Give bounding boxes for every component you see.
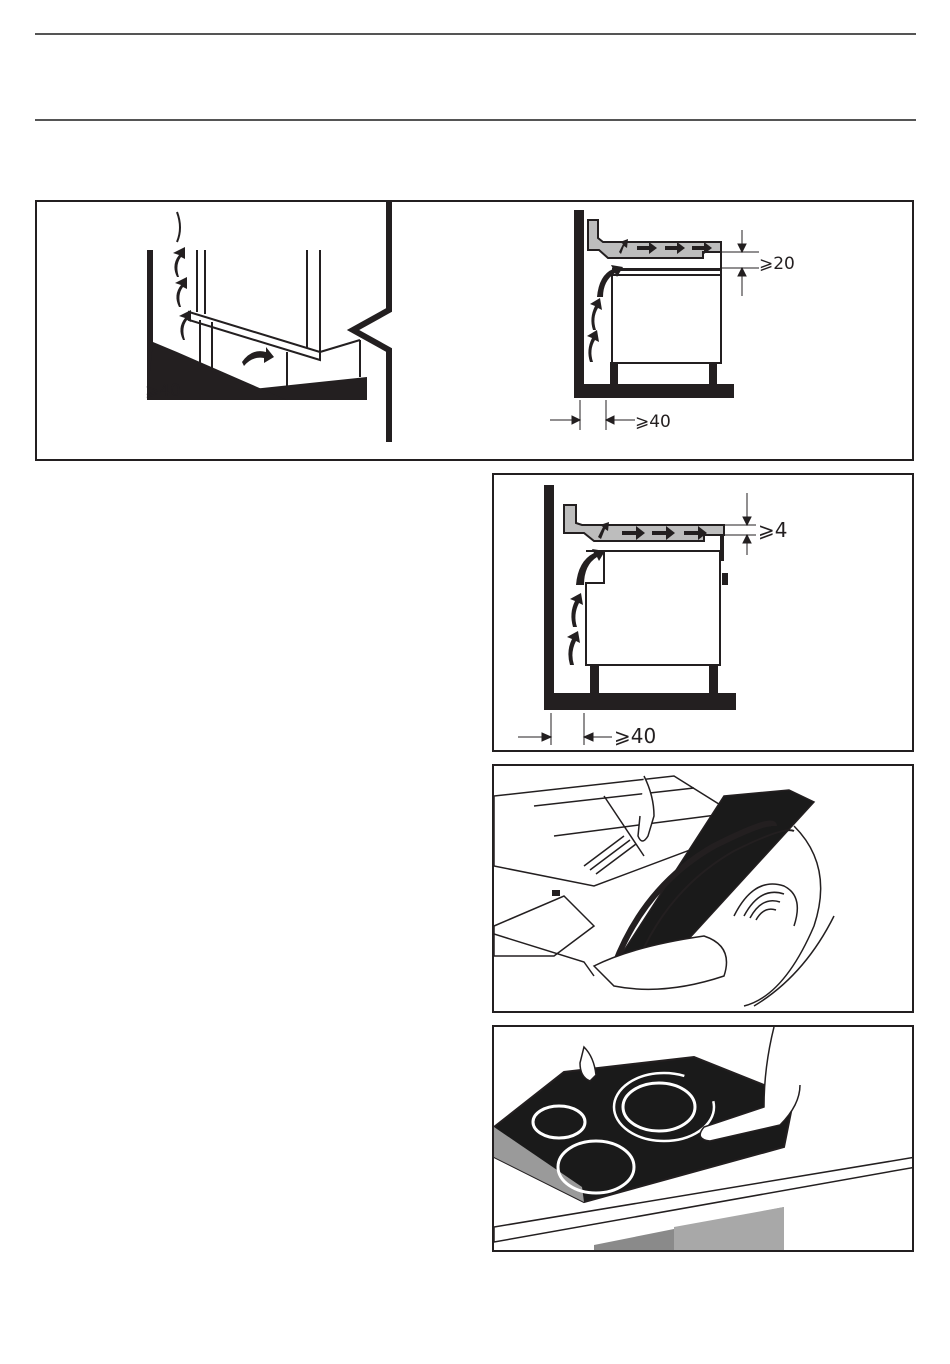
side-gap-label: ⩾40 bbox=[614, 724, 656, 748]
section-panel: ⩾4 ⩾40 bbox=[492, 473, 914, 752]
seal-fitting-illustration bbox=[494, 766, 914, 1013]
hob-placement-illustration bbox=[494, 1027, 914, 1252]
second-rule bbox=[35, 119, 916, 121]
ventilation-panel: ⩾40 bbox=[35, 200, 914, 461]
ventilation-diagram: ⩾40 bbox=[37, 202, 914, 461]
top-gap-label: ⩾4 bbox=[758, 518, 787, 542]
cabinet-gap-label: ⩾40 bbox=[145, 381, 181, 401]
section-diagram: ⩾4 ⩾40 bbox=[494, 475, 914, 752]
top-gap-label: ⩾20 bbox=[759, 254, 795, 274]
hob-placement-panel bbox=[492, 1025, 914, 1252]
top-rule bbox=[35, 33, 916, 35]
seal-fitting-panel bbox=[492, 764, 914, 1013]
side-gap-label: ⩾40 bbox=[635, 412, 671, 432]
cabinet-airflow-arrows bbox=[173, 247, 274, 366]
break-line bbox=[353, 202, 389, 442]
